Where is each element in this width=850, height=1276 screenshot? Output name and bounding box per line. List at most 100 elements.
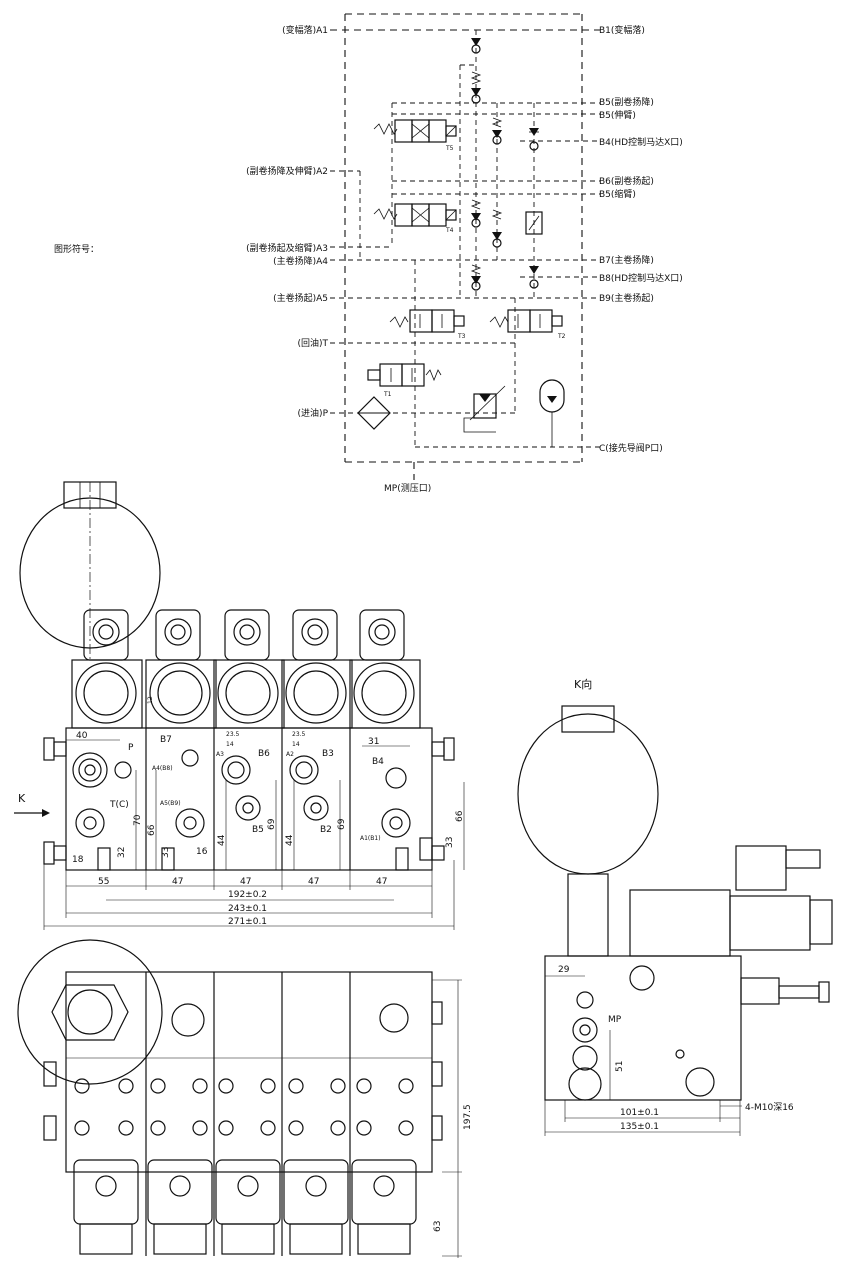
dim-14-b: 14 [292, 741, 300, 748]
port-b3-tag: B3 [322, 749, 334, 759]
port-a1b1-tag: A1(B1) [360, 835, 381, 842]
dim-66-right: 66 [455, 810, 465, 822]
solenoid-valve-t5: T5 [373, 119, 457, 152]
filter-symbol [357, 396, 391, 430]
k-dim-51: 51 [615, 1061, 625, 1072]
port-b5-extend-label: B5(伸臂) [599, 109, 636, 121]
port-b6-label: B6(副卷扬起) [599, 175, 654, 187]
dim-44-a: 44 [217, 834, 227, 846]
accumulator-symbol [539, 379, 565, 447]
dim-271: 271±0.1 [228, 917, 267, 927]
dim-23-5-a: 23.5 [226, 731, 240, 738]
solenoid-valve-t4: T4 [373, 203, 457, 234]
k-coil [629, 889, 731, 957]
valve-tag-t4: T4 [445, 227, 454, 234]
hydraulic-schematic: T5 T4 T3 [54, 13, 683, 494]
port-a4-label: (主卷扬降)A4 [273, 255, 328, 267]
relief-valve [463, 385, 506, 433]
k-direction-view: K向 MP 29 51 101±0.1 135±0.1 4-M [517, 677, 833, 1136]
port-b2-tag: B2 [320, 825, 332, 835]
port-b5-tag: B5 [252, 825, 264, 835]
k-mp-label: MP [608, 1015, 622, 1025]
port-a2-label: (副卷扬降及伸臂)A2 [246, 165, 328, 177]
dim-14-a: 14 [226, 741, 234, 748]
dim-33-left: 33 [161, 847, 171, 858]
dim-40: 40 [76, 731, 88, 741]
dim-18: 18 [72, 855, 84, 865]
port-a2-tag: A2 [286, 751, 294, 758]
solenoid-valve-t3: T3 [389, 309, 466, 340]
dim-16: 16 [196, 847, 208, 857]
port-b4-tag: B4 [372, 757, 384, 767]
port-b9-label: B9(主卷扬起) [599, 292, 654, 304]
dim-47-c: 47 [308, 877, 319, 887]
k-block [544, 955, 742, 1101]
port-a3-label: (副卷扬起及缩臂)A3 [246, 242, 328, 254]
port-c-label: C(接先导阀P口) [599, 442, 663, 454]
top-block [65, 971, 433, 1173]
k-dim-29: 29 [558, 965, 570, 975]
dim-47-d: 47 [376, 877, 387, 887]
port-a3-tag: A3 [216, 751, 224, 758]
port-a5b9-tag: A5(B9) [160, 800, 181, 807]
dim-243: 243±0.1 [228, 904, 267, 914]
dim-32: 32 [117, 847, 127, 858]
port-b4-label: B4(HD控制马达X口) [599, 136, 683, 148]
accumulator-top [17, 939, 163, 1085]
dim-23-5-b: 23.5 [292, 731, 306, 738]
check-valve-1 [470, 38, 482, 104]
mp-label: MP(测压口) [384, 483, 431, 494]
k-dim-135: 135±0.1 [620, 1122, 659, 1132]
valve-tag-t3: T3 [457, 333, 466, 340]
solenoid-coils [71, 609, 421, 729]
dim-70: 70 [133, 814, 143, 826]
valve-tag-t2: T2 [557, 333, 566, 340]
dim-197-5: 197.5 [463, 1104, 473, 1130]
valve-tag-t5: T5 [445, 145, 454, 152]
coil-connectors [73, 1159, 417, 1255]
k-accumulator [517, 713, 659, 875]
dim-63: 63 [433, 1221, 443, 1232]
dim-55: 55 [98, 877, 109, 887]
dim-66-left: 66 [147, 824, 157, 836]
dim-47-b: 47 [240, 877, 251, 887]
port-a1-label: (变幅落)A1 [282, 24, 328, 36]
port-b5-retract-label: B5(缩臂) [599, 188, 636, 200]
port-b5-lower-label: B5(副卷扬降) [599, 96, 654, 108]
port-b6-tag: B6 [258, 749, 270, 759]
port-t-label: (回油)T [297, 337, 328, 349]
port-p-tag: P [128, 743, 134, 753]
check-valve-4 [470, 264, 539, 291]
port-b7-label: B7(主卷扬降) [599, 254, 654, 266]
port-tc-tag: T(C) [109, 800, 129, 810]
port-a4b8-tag: A4(B8) [152, 765, 173, 772]
port-b1-label: B1(变幅落) [599, 24, 645, 36]
k-dim-101: 101±0.1 [620, 1108, 659, 1118]
dim-33-right: 33 [445, 837, 455, 848]
port-p-label: (进油)P [298, 407, 329, 419]
dim-44-b: 44 [285, 834, 295, 846]
check-valve-3 [470, 199, 543, 248]
dim-47-a: 47 [172, 877, 183, 887]
valve-block [65, 727, 433, 871]
valve-tag-t1: T1 [383, 391, 392, 398]
check-valve-2 [491, 117, 539, 151]
solenoid-valve-t1: T1 [367, 363, 442, 398]
top-view: 197.5 63 [17, 939, 473, 1258]
port-b8-label: B8(HD控制马达X口) [599, 272, 683, 284]
port-b7-tag: B7 [160, 735, 172, 745]
solenoid-valve-t2: T2 [489, 309, 566, 340]
k-view-title: K向 [574, 677, 592, 691]
symbol-label: 图形符号： [54, 243, 99, 255]
dim-69-a: 69 [267, 818, 277, 830]
dim-31: 31 [368, 737, 379, 747]
bolt-grid [74, 1078, 414, 1136]
dim-69-b: 69 [337, 818, 347, 830]
front-view: K P T(C) B7 A4(B8) A5(B9) B6 A3 B5 A2 B3… [14, 481, 465, 930]
dim-12: 12 [147, 696, 154, 704]
dim-192: 192±0.2 [228, 890, 267, 900]
k-accumulator-cap [561, 705, 615, 733]
k-arrow-label: K [18, 792, 26, 805]
k-thread-note: 4-M10深16 [745, 1102, 794, 1113]
